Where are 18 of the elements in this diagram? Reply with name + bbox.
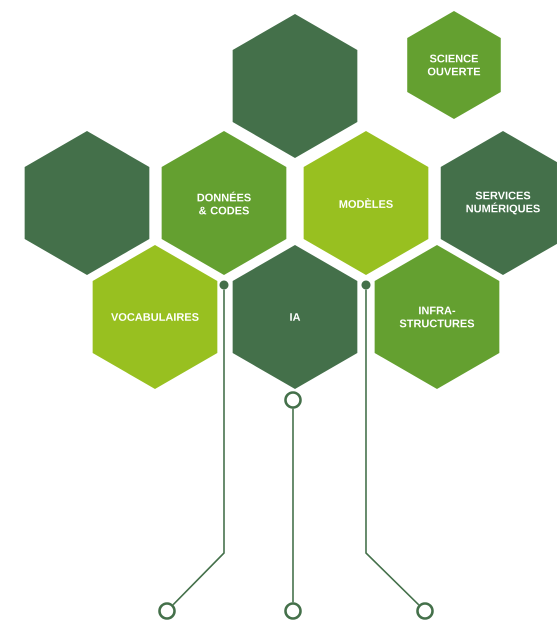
hexagon-tile: VOCABULAIRES [92, 245, 218, 389]
terminal-circle [284, 391, 302, 409]
junction-dot [220, 280, 228, 290]
hexagon-tile: MODÈLES [304, 131, 428, 275]
connector-line [365, 290, 420, 606]
connector-line [172, 290, 225, 606]
empty-hexagon [24, 131, 150, 275]
hexagon-tile: SERVICES NUMÉRIQUES [440, 131, 557, 275]
empty-hexagon [232, 14, 358, 158]
terminal-circle [416, 602, 434, 620]
terminal-circle [158, 602, 176, 620]
hexagon-tile: IA [232, 245, 358, 389]
hexagon-tile: SCIENCE OUVERTE [407, 11, 501, 119]
junction-dot [362, 280, 370, 290]
hexagon-tile: INFRA- STRUCTURES [374, 245, 500, 389]
connector-line [292, 408, 294, 602]
hexagon-tile: DONNÉES & CODES [162, 131, 286, 275]
terminal-circle [284, 602, 302, 620]
